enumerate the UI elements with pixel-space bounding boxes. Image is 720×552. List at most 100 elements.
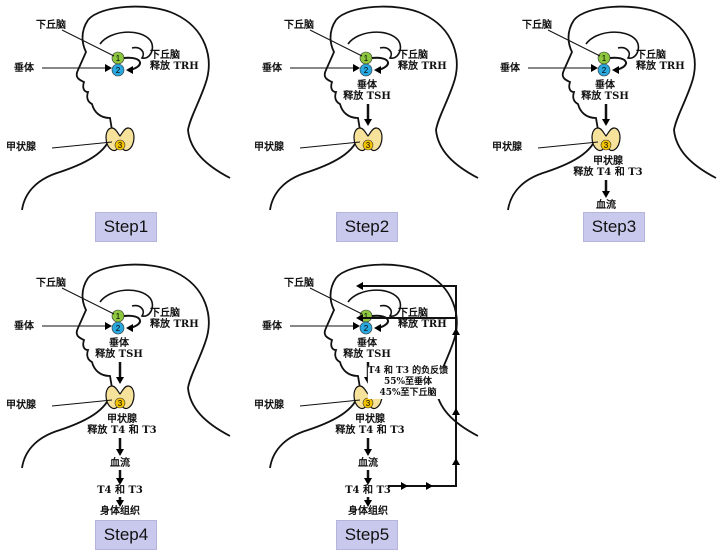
brain-curve: [585, 31, 640, 59]
marker-1-text: 1: [116, 54, 121, 63]
feedback-right-head-2: [426, 482, 433, 490]
marker-2-text: 2: [116, 66, 121, 75]
label-tsh: 垂体 释放 TSH: [343, 80, 391, 102]
label-t4t3-release: 甲状腺 释放 T4 和 T3: [573, 156, 643, 178]
marker-1-text: 1: [364, 312, 369, 321]
tsh-arrow-head: [364, 119, 372, 126]
label-pituitary: 垂体: [262, 63, 282, 74]
label-thyroid: 甲状腺: [6, 400, 36, 411]
label-tsh: 垂体 释放 TSH: [581, 80, 629, 102]
thyroid-pointer: [299, 141, 361, 149]
head-outline: [269, 5, 479, 211]
trh-arrow: [123, 314, 141, 329]
feedback-up-head-1: [452, 328, 460, 335]
label-t4t3: T4 和 T3: [345, 485, 391, 496]
thyroid-gland: [105, 127, 135, 152]
marker-2-text: 2: [602, 66, 607, 75]
head-diagram-svg: 1 2 3: [21, 263, 231, 507]
label-feedback: T4 和 T3 的负反馈 55%至垂体 45%至下丘脑: [367, 366, 449, 399]
label-thyroid: 甲状腺: [6, 142, 36, 153]
label-tsh: 垂体 释放 TSH: [343, 338, 391, 360]
marker-2-circle: [111, 63, 125, 77]
pituitary-pointer-head: [105, 64, 112, 72]
t4t3-arrow-head: [364, 449, 372, 456]
t4t3-arrow-head: [602, 191, 610, 198]
label-pituitary: 垂体: [262, 321, 282, 332]
marker-1-text: 1: [116, 312, 121, 321]
head-diagram-svg: 1 2 3: [269, 5, 479, 211]
label-thyroid: 甲状腺: [254, 142, 284, 153]
marker-3-text: 3: [118, 399, 123, 408]
trh-arrow-head: [126, 324, 133, 332]
step-3-button[interactable]: Step3: [583, 212, 645, 242]
thyroid-gland: [353, 127, 383, 152]
marker-1-text: 1: [364, 54, 369, 63]
t4t3-arrow-head: [116, 449, 124, 456]
blood-arrow-head: [364, 478, 372, 485]
brain-curve: [347, 31, 402, 59]
marker-3-circle: [362, 139, 374, 151]
trh-arrow-head: [374, 66, 381, 74]
head-diagram-svg: 123: [507, 5, 717, 211]
label-pituitary: 垂体: [500, 63, 520, 74]
brain-curve: [347, 289, 402, 317]
hypothalamus-pointer: [61, 287, 115, 315]
trh-arrow-head: [126, 66, 133, 74]
marker-2-text: 2: [116, 324, 121, 333]
step-4-button[interactable]: Step4: [95, 520, 157, 550]
label-tsh: 垂体 释放 TSH: [95, 338, 143, 360]
head-outline: [21, 263, 231, 469]
label-thyroid: 甲状腺: [254, 400, 284, 411]
label-trh: 下丘脑 释放 TRH: [150, 308, 199, 330]
trh-arrow: [371, 314, 389, 329]
brain-curve: [99, 31, 154, 59]
label-t4t3-release: 甲状腺 释放 T4 和 T3: [87, 414, 157, 436]
feedback-loop: [360, 285, 457, 487]
label-pituitary: 垂体: [14, 321, 34, 332]
hypothalamus-pointer: [309, 29, 363, 57]
trh-arrow: [123, 56, 141, 71]
feedback-right-head-1: [401, 482, 408, 490]
brain-curve: [99, 289, 154, 317]
step-2-button[interactable]: Step2: [336, 212, 398, 242]
pituitary-pointer-head: [353, 64, 360, 72]
label-tissue: 身体组织: [348, 506, 388, 517]
label-blood: 血流: [110, 458, 130, 469]
hypothalamus-pointer: [61, 29, 115, 57]
label-t4t3-release: 甲状腺 释放 T4 和 T3: [335, 414, 405, 436]
marker-2-text: 2: [364, 324, 369, 333]
tsh-arrow-head: [602, 119, 610, 126]
step-1-button[interactable]: Step1: [95, 212, 157, 242]
label-hypothalamus: 下丘脑: [36, 20, 66, 31]
head-outline: [507, 5, 717, 211]
label-trh: 下丘脑 释放 TRH: [398, 50, 447, 72]
label-hypothalamus: 下丘脑: [284, 278, 314, 289]
tissue-arrow-head: [364, 500, 372, 507]
label-blood: 血流: [596, 200, 616, 211]
tsh-arrow-head: [116, 377, 124, 384]
thyroid-pointer: [537, 141, 599, 149]
marker-3-circle: [114, 139, 126, 151]
pituitary-pointer-head: [591, 64, 598, 72]
blood-arrow-head: [116, 478, 124, 485]
marker-2-circle: [359, 321, 373, 335]
feedback-to-hypothalamus-head: [356, 282, 363, 290]
thyroid-pointer: [299, 399, 361, 407]
label-pituitary: 垂体: [14, 63, 34, 74]
marker-2-text: 2: [364, 66, 369, 75]
thyroid-gland: [105, 385, 135, 410]
thyroid-pointer: [51, 141, 113, 149]
tissue-arrow-head: [116, 500, 124, 507]
marker-3-text: 3: [366, 141, 371, 150]
trh-arrow: [609, 56, 627, 71]
step-5-button[interactable]: Step5: [336, 520, 398, 550]
label-trh: 下丘脑 释放 TRH: [150, 50, 199, 72]
trh-arrow: [371, 56, 389, 71]
label-hypothalamus: 下丘脑: [522, 20, 552, 31]
